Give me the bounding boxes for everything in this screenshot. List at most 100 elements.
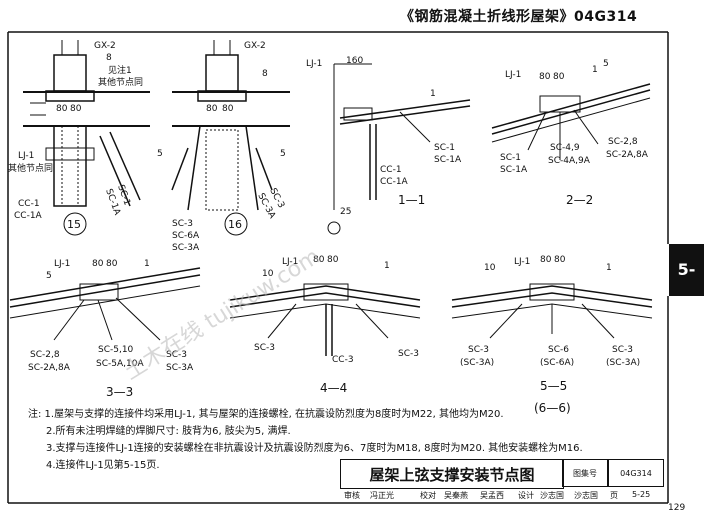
d16-five-right: 5 — [280, 149, 286, 159]
d15-cc1: CC-1 — [18, 199, 40, 209]
s33-sc3-b: SC-3A — [166, 363, 194, 373]
s55-scm-b: (SC-6A) — [540, 358, 574, 368]
s44-sc-right: SC-3 — [398, 349, 419, 359]
s44-label: 4—4 — [320, 381, 347, 395]
note-2: 2.所有未注明焊缝的焊脚尺寸: 肢背为6, 肢尖为5, 满焊. — [46, 426, 291, 437]
s22-dim-b: 80 — [553, 72, 565, 82]
s33-dim-b: 80 — [106, 259, 118, 269]
s11-cc1: CC-1 — [380, 165, 402, 175]
s44-lj: LJ-1 — [282, 257, 298, 267]
d15-weld: 8 — [106, 53, 112, 63]
section-3-3 — [9, 267, 201, 341]
s33-dim-a: 80 — [92, 259, 104, 269]
d16-number: 16 — [228, 218, 242, 231]
d16-weld: 8 — [262, 69, 268, 79]
s44-sc-left: SC-3 — [254, 343, 275, 353]
s11-sc1: SC-1 — [434, 143, 455, 153]
s55-scr-a: SC-3 — [612, 345, 633, 355]
s55-dim-a: 80 — [540, 255, 552, 265]
s22-sc2-b: SC-4A,9A — [548, 156, 591, 166]
s55-slope-1: 1 — [606, 263, 612, 273]
s11-sc2: SC-1A — [434, 155, 462, 165]
section-tab: 5- — [669, 244, 704, 296]
d15-gx: GX-2 — [94, 41, 116, 51]
s44-slope-1: 1 — [384, 261, 390, 271]
title-block: 屋架上弦支撑安装节点图 图集号 04G314 审核 冯正光 校对 吴秦燕 吴孟西… — [340, 459, 664, 507]
atlas-title: 《钢筋混凝土折线形屋架》04G314 — [400, 9, 638, 25]
page-label: 页 — [610, 491, 618, 500]
s55-dim-b: 80 — [554, 255, 566, 265]
s44-dim-b: 80 — [327, 255, 339, 265]
d15-dim-a: 80 — [56, 104, 68, 114]
s33-sc3-a: SC-3 — [166, 350, 187, 360]
review-label: 审核 — [344, 491, 360, 500]
check-signature: 吴孟西 — [480, 491, 504, 500]
s11-label: 1—1 — [398, 193, 425, 207]
detail-16 — [171, 40, 290, 236]
s33-sc2-b: SC-5A,10A — [96, 359, 144, 369]
detail-15 — [23, 40, 150, 236]
s22-sc3-a: SC-2,8 — [608, 137, 638, 147]
section-5-5 — [451, 283, 653, 339]
s33-sc1-a: SC-2,8 — [30, 350, 60, 360]
s55-label: 5—5 — [540, 379, 567, 393]
s55-scm-a: SC-6 — [548, 345, 569, 355]
note-4: 4.连接件LJ-1见第5-15页. — [46, 460, 160, 471]
d15-lj: LJ-1 — [18, 151, 34, 161]
watermark: 土木在线 tujikuw.com — [120, 244, 325, 385]
s33-sc1-b: SC-2A,8A — [28, 363, 71, 373]
s11-slope: 1 — [430, 89, 436, 99]
s33-sc2-a: SC-5,10 — [98, 345, 134, 355]
d15-number: 15 — [67, 218, 81, 231]
note-1: 注: 1.屋架与支撑的连接件均采用LJ-1, 其与屋架的连接螺栓, 在抗震设防烈… — [28, 409, 504, 420]
s11-dim2: 25 — [340, 207, 351, 217]
s44-dim-a: 80 — [313, 255, 325, 265]
section-1-1 — [327, 63, 471, 235]
d15-lj-note: 其他节点同 — [8, 162, 53, 174]
d15-note2: 其他节点同 — [98, 76, 143, 88]
notes: 注: 1.屋架与支撑的连接件均采用LJ-1, 其与屋架的连接螺栓, 在抗震设防烈… — [28, 406, 583, 474]
review-name: 冯正光 — [370, 491, 394, 500]
check-label: 校对 — [420, 491, 436, 500]
s55-slope-10: 10 — [484, 263, 496, 273]
page-value: 5-25 — [632, 490, 651, 499]
s33-slope-1: 1 — [144, 259, 150, 269]
d16-scl-2: SC-6A — [172, 231, 200, 241]
d16-scl-1: SC-3 — [172, 219, 193, 229]
s22-label: 2—2 — [566, 193, 593, 207]
d15-cc2: CC-1A — [14, 211, 43, 221]
d16-five-left: 5 — [157, 149, 163, 159]
s22-sc1-a: SC-1 — [500, 153, 521, 163]
d16-dim-a: 80 — [206, 104, 218, 114]
atlas-label: 图集号 — [562, 459, 608, 487]
s22-slope-5: 5 — [603, 59, 609, 69]
s33-lj: LJ-1 — [54, 259, 70, 269]
atlas-value: 04G314 — [608, 459, 664, 487]
d16-gx: GX-2 — [244, 41, 266, 51]
signature-row: 审核 冯正光 校对 吴秦燕 吴孟西 设计 沙志国 沙志国 页 5-25 — [340, 487, 664, 505]
s22-lj: LJ-1 — [505, 70, 521, 80]
s55-label2: (6—6) — [534, 401, 571, 415]
s22-dim-a: 80 — [539, 72, 551, 82]
s11-cc2: CC-1A — [380, 177, 409, 187]
s44-slope-10: 10 — [262, 269, 274, 279]
section-2-2 — [491, 83, 651, 160]
d15-dim-b: 80 — [70, 104, 82, 114]
s55-scl-a: SC-3 — [468, 345, 489, 355]
s11-dim: 160 — [346, 56, 363, 66]
d16-dim-b: 80 — [222, 104, 234, 114]
s11-lj: LJ-1 — [306, 59, 322, 69]
note-3: 3.支撑与连接件LJ-1连接的安装螺栓在非抗震设计及抗震设防烈度为6、7度时为M… — [46, 443, 583, 454]
s44-cc: CC-3 — [332, 355, 354, 365]
section-4-4 — [229, 283, 421, 356]
s55-lj: LJ-1 — [514, 257, 530, 267]
s22-sc1-b: SC-1A — [500, 165, 528, 175]
s22-sc3-b: SC-2A,8A — [606, 150, 649, 160]
s22-sc2-a: SC-4,9 — [550, 143, 580, 153]
drawing-title: 屋架上弦支撑安装节点图 — [340, 459, 564, 489]
s33-slope-5: 5 — [46, 271, 52, 281]
d15-note1: 见注1 — [108, 64, 132, 76]
s22-slope-1: 1 — [592, 65, 598, 75]
